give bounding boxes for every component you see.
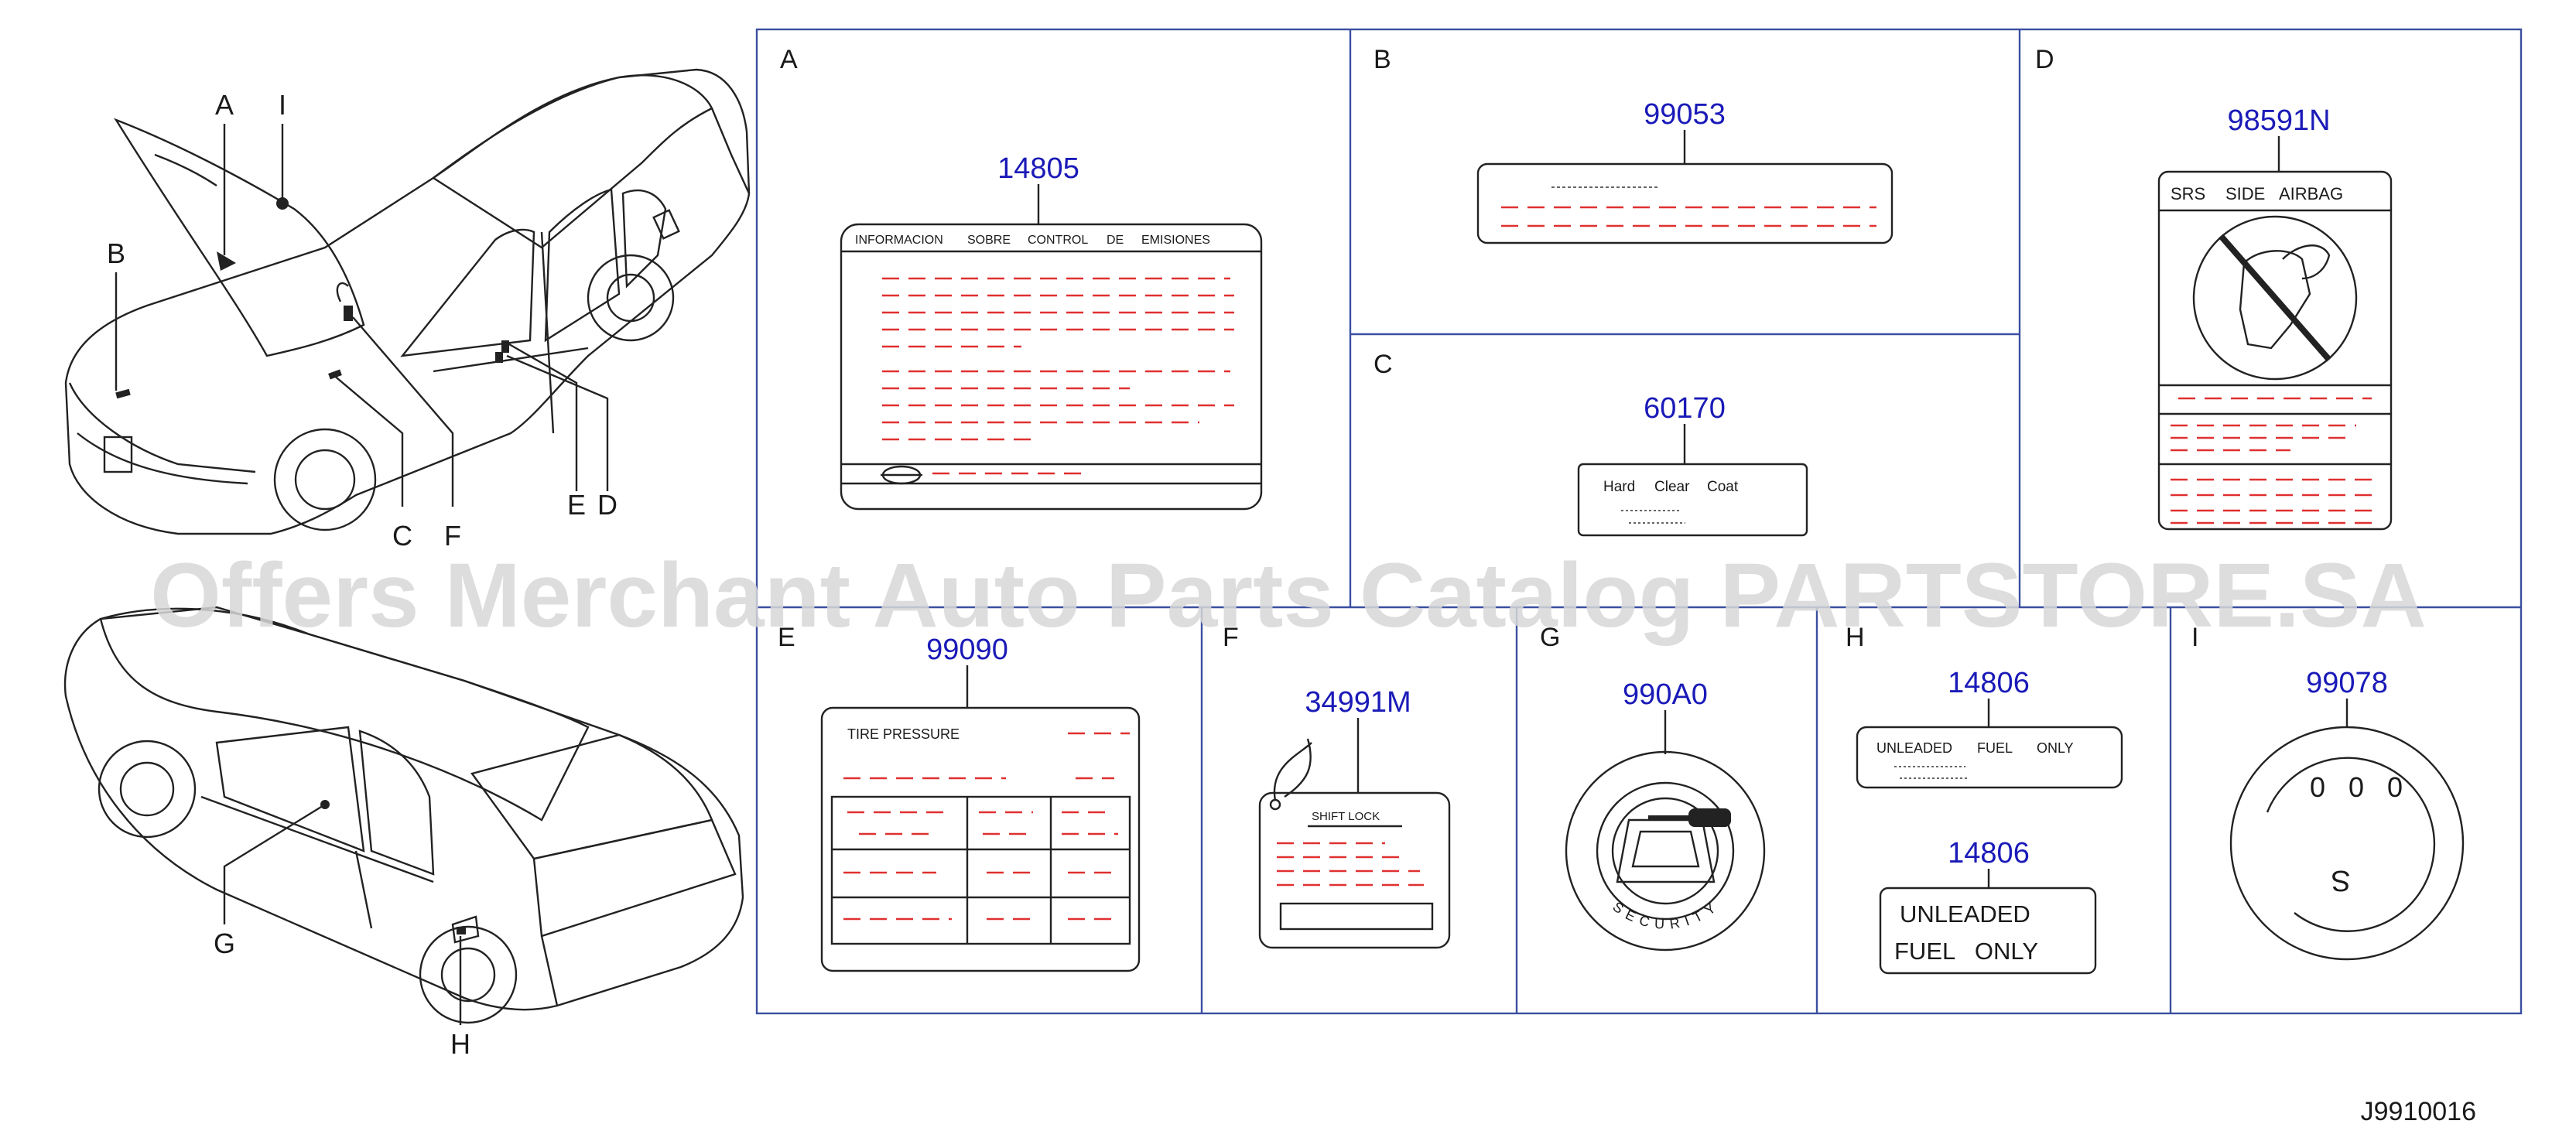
panel-e: E 99090 TIRE PRESSURE [778,623,1141,972]
callout-c: C [392,520,412,552]
panel-letter: G [1540,623,1560,652]
dial-icon: 0 0 0 S [2229,726,2465,961]
label-header: SHIFT LOCK [1312,810,1380,823]
panel-letter: F [1223,623,1239,652]
panel-f: F 34991M SHIFT LOCK [1223,623,1451,949]
part-number[interactable]: 60170 [1644,392,1726,425]
label-word: SIDE [2225,184,2265,203]
part-number[interactable]: 99090 [926,634,1008,666]
panel-b: B 99053 [1374,45,1894,244]
panel-letter: A [780,45,798,74]
label-word: Coat [1707,479,1739,495]
panel-letter: B [1374,45,1391,74]
label-word: SRS [2171,184,2205,203]
panel-letter: H [1846,623,1865,652]
label-word: FUEL [1977,740,2013,756]
security-seal-icon [1565,750,1766,952]
part-number-small[interactable]: 14806 [1948,667,2030,699]
callout-a: A [215,89,234,121]
front-car-illustration: A I B C F E D [64,68,751,552]
panel-h: H 14806 UNLEADED FUEL ONLY 14806 UNLEADE… [1846,623,2123,975]
callout-i: I [279,89,286,121]
callout-h: H [450,1028,470,1060]
panel-letter: C [1374,350,1393,379]
label-header: TIRE PRESSURE [847,726,960,742]
part-number-large[interactable]: 14806 [1948,837,2030,870]
label-word: DE [1107,234,1124,247]
callout-e: E [567,489,586,521]
label-line-2: FUEL ONLY [1894,938,2038,965]
label-word: CONTROL [1028,234,1088,247]
label-word: Clear [1654,479,1690,495]
part-number[interactable]: 99053 [1644,98,1726,131]
callout-b: B [107,237,125,269]
no-child-seat-icon [2192,215,2358,381]
panel-i: I 99078 0 0 0 S [2191,623,2465,961]
callout-d: D [597,489,617,521]
panel-g: G 990A0 SECURITY [1540,623,1766,952]
diagram-code: J9910016 [2361,1097,2476,1126]
panel-letter: I [2191,623,2198,652]
part-number[interactable]: 34991M [1305,686,1411,719]
panel-grid [755,28,2523,1015]
dial-char: S [2331,864,2350,897]
dial-digits: 0 0 0 [2310,771,2403,803]
label-line-1: UNLEADED [1900,900,2030,928]
part-number[interactable]: 99078 [2306,667,2388,699]
label-word: INFORMACION [855,234,943,247]
panel-letter: E [778,623,795,652]
part-number[interactable]: 990A0 [1623,678,1708,711]
seal-ring-text: SECURITY [1610,897,1723,932]
label-word: Hard [1603,479,1635,495]
part-number[interactable]: 98591N [2227,104,2330,137]
label-word: AIRBAG [2279,184,2343,203]
label-word: ONLY [2037,740,2074,756]
callout-f: F [444,520,461,552]
callout-g: G [214,928,235,959]
panel-c: C 60170 Hard Clear Coat [1374,350,1808,537]
panel-a: A 14805 INFORMACION SOBRE CONTROL DE EMI… [780,45,1263,511]
label-word: EMISIONES [1141,234,1210,247]
watermark: Offers Merchant Auto Parts Catalog PARTS… [150,545,2427,647]
rear-car-illustration: G H [63,606,744,1060]
label-word: SOBRE [967,234,1011,247]
panel-d: D 98591N SRS SIDE AIRBAG [2035,45,2393,531]
part-number[interactable]: 14805 [997,152,1079,185]
label-word: UNLEADED [1876,740,1952,756]
panel-letter: D [2035,45,2054,74]
